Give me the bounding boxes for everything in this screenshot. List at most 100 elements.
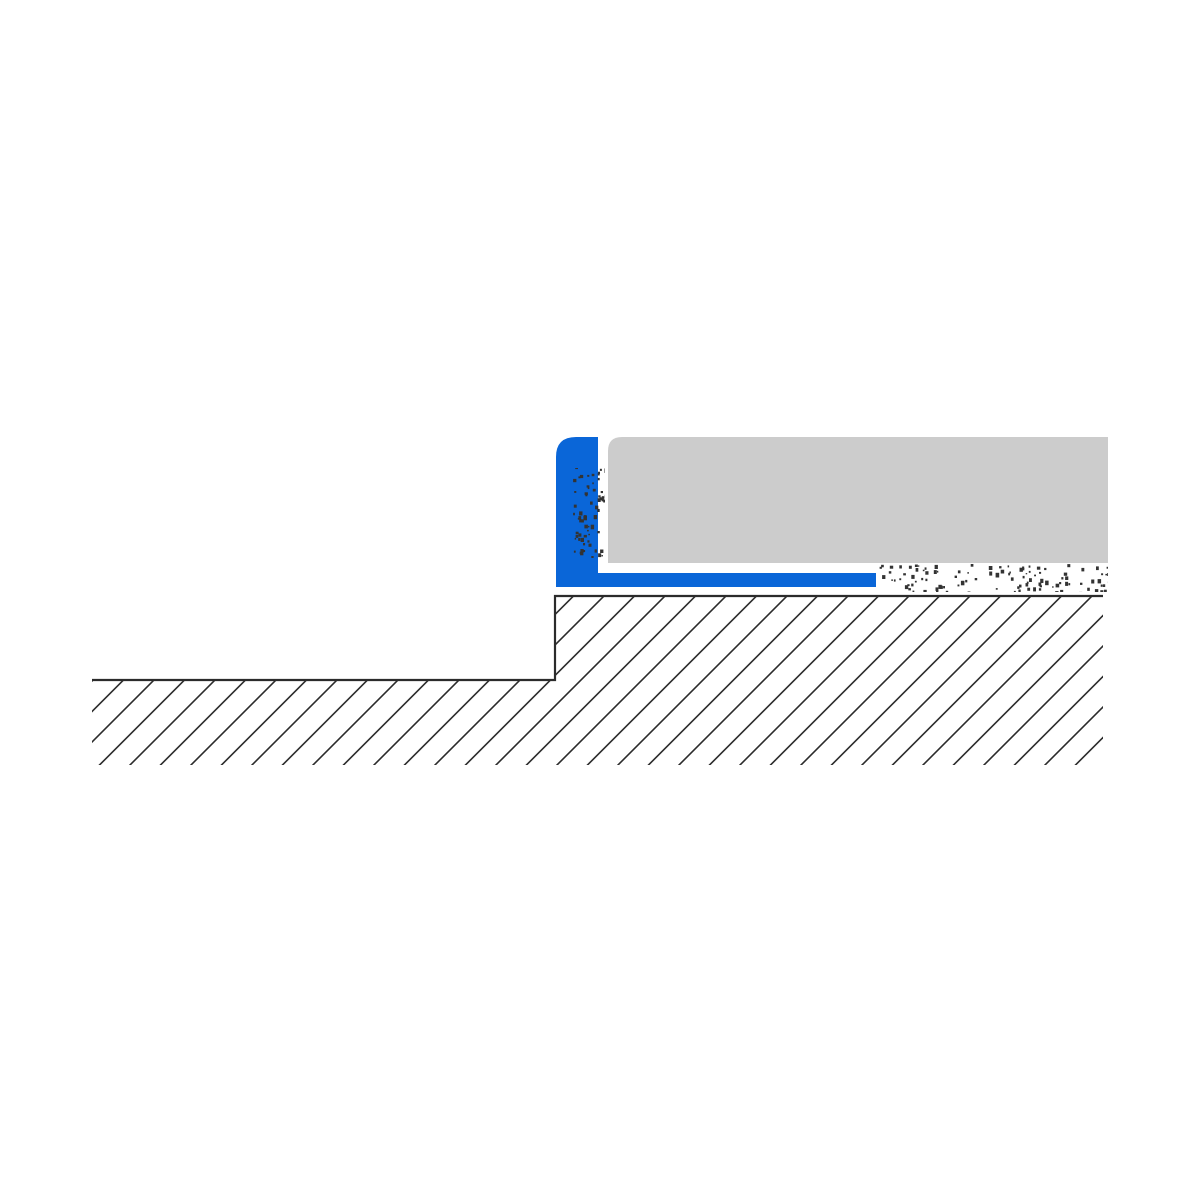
adhesive-grain	[1025, 573, 1028, 575]
adhesive-grain	[1107, 581, 1108, 584]
adhesive-grain	[597, 498, 601, 502]
adhesive-grain	[936, 570, 939, 573]
adhesive-grain	[1028, 565, 1031, 568]
hatch-line	[612, 596, 794, 765]
adhesive-grain	[595, 505, 599, 510]
adhesive-grain	[573, 478, 577, 483]
adhesive-grain	[957, 584, 960, 587]
adhesive-grain	[578, 537, 581, 541]
adhesive-grain	[575, 534, 579, 538]
hatch-line	[1008, 596, 1103, 765]
adhesive-grain	[1018, 589, 1021, 592]
adhesive-grain	[604, 468, 605, 473]
adhesive-grain	[573, 504, 577, 508]
adhesive-grain	[600, 491, 603, 494]
adhesive-grain	[593, 515, 598, 520]
adhesive-grain	[925, 578, 928, 582]
hatch-line	[917, 596, 1099, 765]
adhesive-grain	[914, 564, 918, 567]
adhesive-grain	[1000, 569, 1005, 574]
adhesive-grain	[1060, 589, 1064, 592]
adhesive-grain	[1067, 564, 1071, 568]
hatch-line	[673, 596, 855, 765]
adhesive-grain	[904, 585, 909, 590]
adhesive-grain	[1080, 582, 1083, 585]
adhesive-grain	[882, 575, 886, 579]
adhesive-grain	[999, 566, 1002, 569]
adhesive-grain	[888, 571, 892, 574]
adhesive-grain	[579, 551, 583, 555]
adhesive-grain	[957, 570, 961, 574]
adhesive-grain	[583, 534, 587, 538]
adhesive-grain	[912, 590, 915, 592]
adhesive-grain	[588, 533, 590, 536]
adhesive-grain	[893, 579, 896, 582]
adhesive-grain	[1033, 587, 1036, 592]
adhesive-grain	[1055, 583, 1060, 588]
adhesive-grain	[594, 549, 597, 553]
adhesive-grain	[915, 568, 919, 572]
adhesive-grain	[1013, 590, 1016, 592]
adhesive-grain	[588, 543, 592, 547]
adhesive-grain	[924, 567, 927, 570]
adhesive-grain	[601, 498, 604, 502]
adhesive-grain	[1087, 587, 1090, 591]
adhesive-grain	[1019, 584, 1022, 588]
adhesive-grain	[1034, 574, 1036, 577]
adhesive-grain	[891, 579, 893, 581]
adhesive-grain	[583, 515, 587, 519]
adhesive-grain	[1065, 581, 1069, 586]
adhesive-grain	[1091, 579, 1095, 584]
hatch-line	[0, 590, 61, 770]
adhesive-grain	[1025, 583, 1029, 587]
adhesive-grain	[1040, 578, 1044, 583]
adhesive-grain	[945, 590, 949, 592]
adhesive-grain	[590, 501, 593, 505]
adhesive-grain	[881, 564, 884, 568]
adhesive-grain	[598, 495, 601, 498]
hatch-line	[764, 596, 947, 765]
adhesive-grain	[1038, 582, 1042, 586]
adhesive-grain	[601, 555, 603, 557]
adhesive-grain	[1045, 580, 1049, 586]
adhesive-grain	[967, 572, 969, 574]
adhesive-grain	[601, 496, 605, 499]
adhesive-grain	[599, 468, 602, 471]
adhesive-grain	[1068, 583, 1071, 586]
hatch-line	[520, 596, 703, 765]
adhesive-grain	[907, 584, 910, 587]
adhesive-grain	[574, 491, 577, 493]
adhesive-grain	[1027, 587, 1031, 591]
adhesive-grain	[1063, 572, 1068, 576]
adhesive-grain	[903, 573, 906, 576]
adhesive-grain	[583, 515, 587, 521]
adhesive-grain	[970, 564, 974, 567]
hatch-line	[1100, 596, 1103, 765]
substrate-outline	[92, 594, 1103, 682]
hatch-line	[703, 596, 886, 765]
adhesive-grain	[578, 516, 582, 520]
hatch-line	[825, 596, 1008, 765]
adhesive-grain	[938, 584, 942, 589]
hatch-line	[92, 596, 93, 765]
adhesive-grain	[1008, 572, 1011, 576]
adhesive-grain	[935, 587, 939, 591]
adhesive-grain	[603, 499, 605, 503]
adhesive-grain	[592, 482, 594, 485]
adhesive-grain	[1056, 592, 1058, 594]
adhesive-grain	[579, 474, 584, 479]
adhesive-grain	[600, 559, 602, 561]
adhesive-grain	[600, 549, 604, 553]
adhesive-grain	[914, 580, 917, 583]
adhesive-grain	[578, 533, 582, 537]
adhesive-grain	[1103, 584, 1106, 587]
hatch-line	[734, 596, 916, 765]
adhesive-grain	[995, 572, 1000, 578]
adhesive-grain	[580, 537, 584, 542]
adhesive-grain	[598, 471, 600, 474]
adhesive-grain	[908, 588, 911, 591]
adhesive-grain	[961, 580, 965, 584]
adhesive-grain	[591, 473, 595, 477]
adhesive-grain	[889, 565, 894, 569]
